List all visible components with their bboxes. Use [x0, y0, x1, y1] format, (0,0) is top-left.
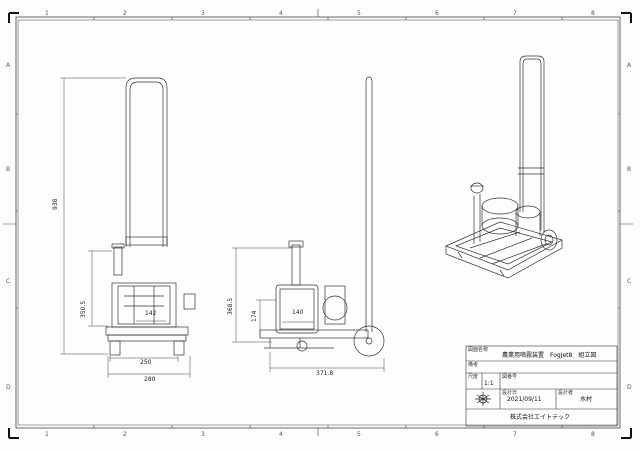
- front-view: [105, 77, 196, 356]
- dim-front-base-width: 250: [140, 359, 152, 366]
- zone-row-d-right: D: [627, 384, 632, 391]
- designer: 水村: [580, 396, 593, 403]
- dim-side-height: 368.5: [227, 297, 234, 315]
- company-name: 株式会社エイトテック: [510, 414, 571, 421]
- zone-col-5-top: 5: [357, 10, 361, 17]
- designer-label: 設計者: [558, 390, 574, 396]
- zone-col-7-bottom: 7: [513, 431, 517, 438]
- zone-row-c-right: C: [627, 278, 632, 285]
- zone-col-2-top: 2: [123, 10, 127, 17]
- zone-col-4-top: 4: [279, 10, 283, 17]
- drawing-no-label: 図番号: [502, 374, 518, 380]
- zone-row-d-left: D: [6, 384, 11, 391]
- drawn-date: 2021/09/11: [507, 396, 542, 403]
- zone-col-1-bottom: 1: [45, 431, 49, 438]
- zone-col-6-top: 6: [435, 10, 439, 17]
- inner-border: [17, 19, 619, 426]
- dim-side-overall-depth: 371.8: [316, 370, 334, 377]
- zone-row-a-left: A: [6, 62, 11, 69]
- dim-front-overall-width: 280: [144, 376, 156, 383]
- zone-col-1-top: 1: [45, 10, 49, 17]
- drawn-date-label: 設計日: [502, 390, 518, 396]
- zone-col-4-bottom: 4: [279, 431, 283, 438]
- zone-row-b-right: B: [627, 166, 632, 173]
- drawing-name: 農業用噴霧装置 FogJet8 組立図: [502, 352, 597, 359]
- side-view: [259, 76, 385, 357]
- scale-value: 1:1: [484, 380, 494, 387]
- title-block-grid: [465, 345, 618, 427]
- dim-front-base-inner: 142: [145, 310, 157, 317]
- zone-col-3-top: 3: [201, 10, 205, 17]
- zone-row-a-right: A: [627, 62, 632, 69]
- isometric-view: [445, 55, 563, 279]
- zone-row-c-left: C: [6, 278, 11, 285]
- front-dimension-lines: [60, 77, 191, 378]
- scale-label: 尺度: [468, 374, 479, 380]
- zone-col-8-top: 8: [591, 10, 595, 17]
- company-logo-icon: [475, 392, 491, 406]
- drawing-name-label: 図面名称: [468, 347, 489, 353]
- corner-marks: [8, 12, 632, 439]
- dim-side-mid-height: 174: [251, 310, 258, 322]
- dim-front-height: 938: [52, 198, 59, 210]
- zone-col-2-bottom: 2: [123, 431, 127, 438]
- zone-col-6-bottom: 6: [435, 431, 439, 438]
- side-dimension-lines: [232, 247, 385, 372]
- zone-col-3-bottom: 3: [201, 431, 205, 438]
- zone-col-8-bottom: 8: [591, 431, 595, 438]
- zone-row-b-left: B: [6, 166, 11, 173]
- dim-side-tank-width: 140: [292, 309, 304, 316]
- zone-col-7-top: 7: [513, 10, 517, 17]
- zone-col-5-bottom: 5: [357, 431, 361, 438]
- outer-border: [15, 16, 621, 429]
- notes-label: 備考: [468, 362, 479, 368]
- dim-front-mid-height: 350.5: [80, 300, 87, 318]
